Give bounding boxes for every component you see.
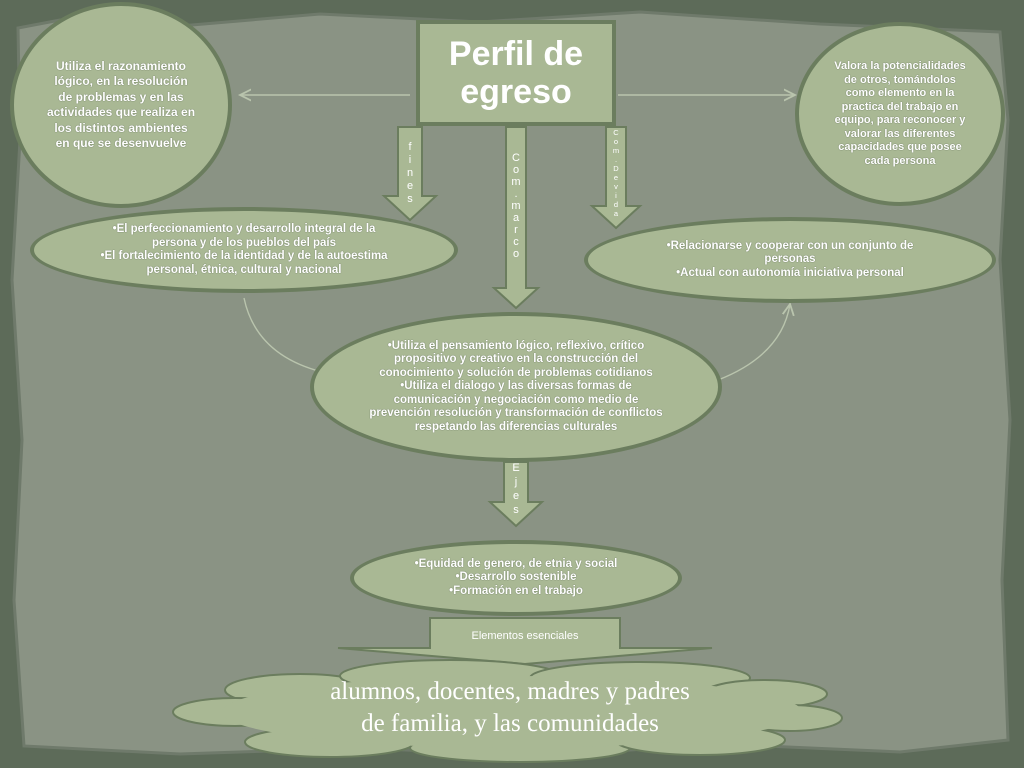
arrow-ejes <box>487 461 545 528</box>
arrow-comp <box>589 126 643 230</box>
ejes-item: •Formación en el trabajo <box>449 584 583 597</box>
ejes-item: •Equidad de genero, de etnia y social <box>414 557 618 570</box>
title-box: Perfil de egreso <box>416 20 616 126</box>
ejes-text: •Equidad de genero, de etnia y social •D… <box>396 558 636 599</box>
left-circle-text: Utiliza el razonamiento lógico, en la re… <box>46 58 196 151</box>
right-circle-text: Valora la potencialidades de otros, tomá… <box>834 60 966 167</box>
arrow-elementos <box>337 617 713 666</box>
fines-oval: •El perfeccionamiento y desarrollo integ… <box>30 207 458 293</box>
cloud-line: de familia, y las comunidades <box>361 710 659 737</box>
comp-oval: •Relacionarse y cooperar con un conjunto… <box>584 217 996 303</box>
fines-item: •El perfeccionamiento y desarrollo integ… <box>112 223 376 249</box>
curve-left <box>243 297 323 373</box>
left-circle: Utiliza el razonamiento lógico, en la re… <box>10 2 232 208</box>
ejes-item: •Desarrollo sostenible <box>455 571 577 584</box>
center-text: •Utiliza el pensamiento lógico, reflexiv… <box>366 340 666 435</box>
ejes-oval: •Equidad de genero, de etnia y social •D… <box>350 540 682 616</box>
cloud-line: alumnos, docentes, madres y padres <box>330 678 690 705</box>
comp-item: •Relacionarse y cooperar con un conjunto… <box>666 239 914 266</box>
cloud-text: alumnos, docentes, madres y padres de fa… <box>230 676 790 740</box>
curve-right <box>717 304 790 381</box>
right-circle: Valora la potencialidades de otros, tomá… <box>795 22 1005 206</box>
cloud-shape <box>172 659 843 763</box>
comp-item: •Actual con autonomía iniciativa persona… <box>676 266 904 279</box>
fines-item: •El fortalecimiento de la identidad y de… <box>100 250 388 276</box>
center-item: •Utiliza el dialogo y las diversas forma… <box>369 380 663 433</box>
center-item: •Utiliza el pensamiento lógico, reflexiv… <box>379 339 653 379</box>
center-oval: •Utiliza el pensamiento lógico, reflexiv… <box>310 312 722 462</box>
fines-text: •El perfeccionamiento y desarrollo integ… <box>94 223 394 277</box>
elementos-label: Elementos esenciales <box>471 630 579 642</box>
page-title: Perfil de egreso <box>448 35 584 111</box>
comp-text: •Relacionarse y cooperar con un conjunto… <box>645 240 935 281</box>
arrow-marco <box>491 126 541 310</box>
arrow-fines <box>381 126 439 222</box>
